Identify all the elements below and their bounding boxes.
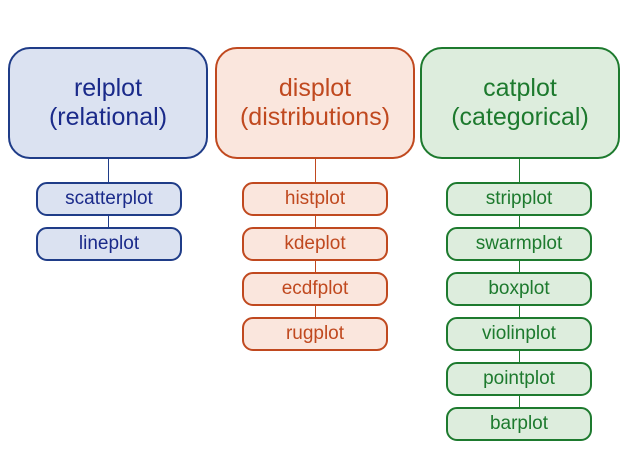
node-barplot-label: barplot [489, 412, 549, 434]
node-histplot-label: histplot [284, 187, 346, 209]
node-stripplot[interactable]: stripplot [446, 182, 592, 216]
connector-kdeplot-ecdfplot [315, 259, 316, 275]
connector-ecdfplot-rugplot [315, 304, 316, 320]
node-pointplot-label: pointplot [483, 367, 555, 389]
node-displot-label: displot (distributions) [239, 73, 391, 132]
node-relplot-label: relplot (relational) [48, 73, 168, 132]
connector-histplot-kdeplot [315, 214, 316, 230]
connector-scatterplot-lineplot [108, 214, 109, 230]
connector-relplot-scatterplot [108, 158, 109, 184]
node-lineplot-label: lineplot [78, 232, 140, 254]
node-scatterplot-label: scatterplot [65, 187, 153, 209]
node-scatterplot[interactable]: scatterplot [36, 182, 182, 216]
node-boxplot[interactable]: boxplot [446, 272, 592, 306]
connector-boxplot-violinplot [519, 304, 520, 320]
connector-stripplot-swarmplot [519, 214, 520, 230]
node-violinplot[interactable]: violinplot [446, 317, 592, 351]
node-boxplot-label: boxplot [488, 277, 550, 299]
node-swarmplot-label: swarmplot [475, 232, 563, 254]
node-barplot[interactable]: barplot [446, 407, 592, 441]
node-lineplot[interactable]: lineplot [36, 227, 182, 261]
node-rugplot[interactable]: rugplot [242, 317, 388, 351]
node-ecdfplot[interactable]: ecdfplot [242, 272, 388, 306]
node-swarmplot[interactable]: swarmplot [446, 227, 592, 261]
node-catplot[interactable]: catplot (categorical) [420, 47, 620, 159]
connector-violinplot-pointplot [519, 349, 520, 365]
node-stripplot-label: stripplot [485, 187, 553, 209]
node-rugplot-label: rugplot [285, 322, 345, 344]
node-relplot[interactable]: relplot (relational) [8, 47, 208, 159]
node-catplot-label: catplot (categorical) [451, 73, 589, 132]
node-kdeplot[interactable]: kdeplot [242, 227, 388, 261]
connector-pointplot-barplot [519, 394, 520, 410]
node-pointplot[interactable]: pointplot [446, 362, 592, 396]
connector-catplot-stripplot [519, 158, 520, 184]
node-kdeplot-label: kdeplot [284, 232, 346, 254]
node-violinplot-label: violinplot [482, 322, 556, 344]
node-histplot[interactable]: histplot [242, 182, 388, 216]
connector-swarmplot-boxplot [519, 259, 520, 275]
node-ecdfplot-label: ecdfplot [281, 277, 349, 299]
node-displot[interactable]: displot (distributions) [215, 47, 415, 159]
connector-displot-histplot [315, 158, 316, 184]
